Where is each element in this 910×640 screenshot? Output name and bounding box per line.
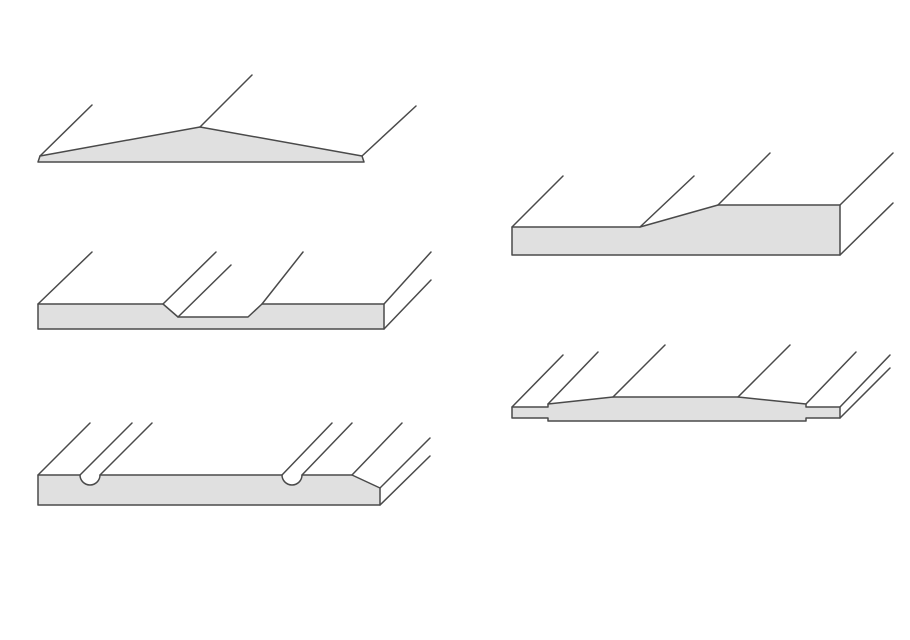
profile-double-bevel-face bbox=[37, 126, 365, 163]
profile-step-ramp bbox=[511, 152, 894, 256]
profile-step-ramp-face bbox=[511, 204, 841, 256]
profile-shiplap-edges-edges bbox=[511, 344, 891, 419]
profile-step-ramp-edges bbox=[511, 152, 894, 256]
profile-center-groove-edges bbox=[37, 251, 432, 330]
profile-center-groove-face bbox=[37, 303, 385, 330]
profile-double-bevel-edges bbox=[39, 74, 417, 157]
profile-double-bevel bbox=[37, 74, 417, 163]
profile-shiplap-edges bbox=[511, 344, 891, 422]
profile-round-grooves-edges bbox=[37, 422, 431, 506]
profile-round-grooves bbox=[37, 422, 431, 506]
profile-round-grooves-face bbox=[37, 474, 381, 506]
profile-center-groove bbox=[37, 251, 432, 330]
profile-shiplap-edges-face bbox=[511, 396, 841, 422]
